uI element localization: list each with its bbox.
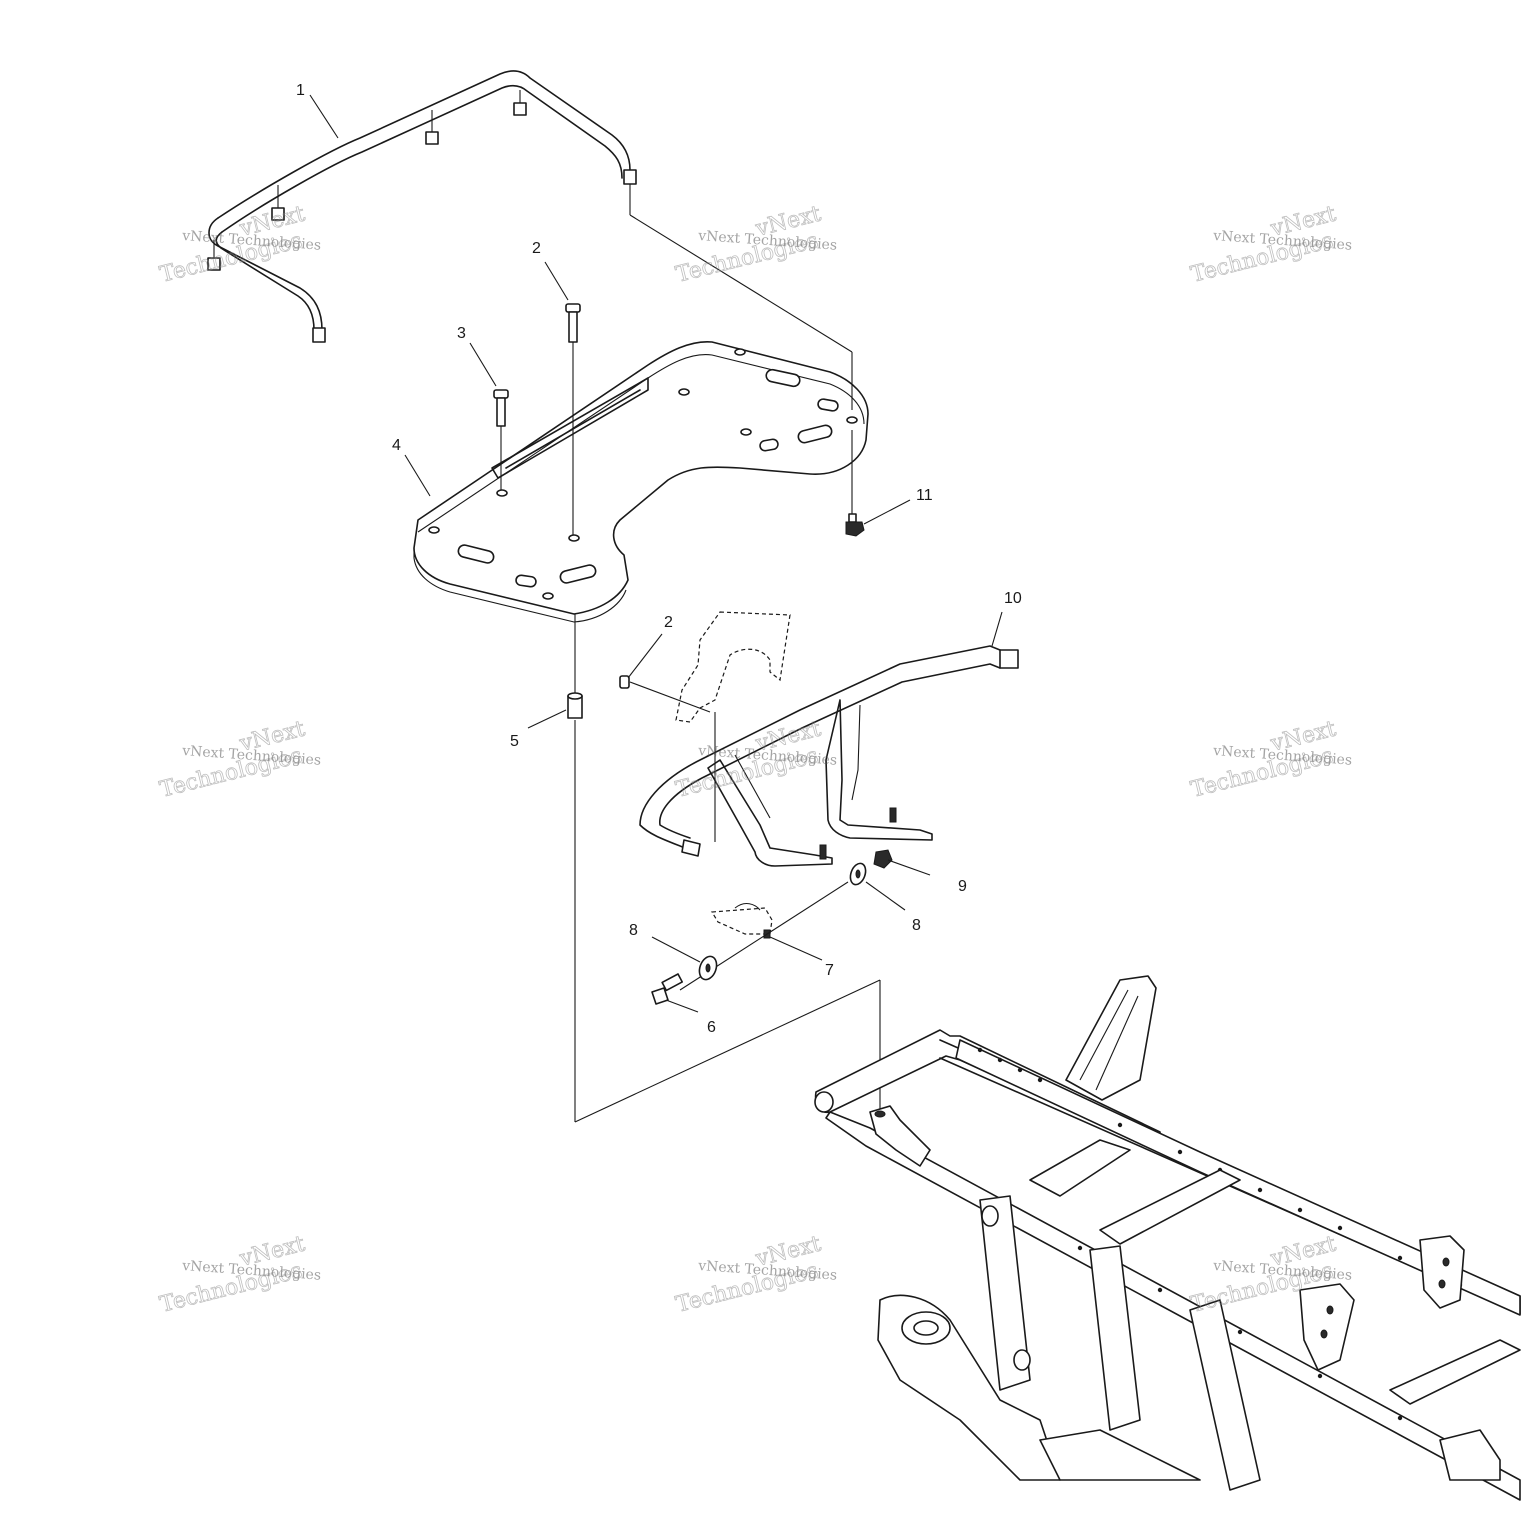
label-part-5: 5 xyxy=(510,733,519,750)
label-part-7: 7 xyxy=(825,962,834,979)
nut-part-11 xyxy=(629,184,865,537)
watermark-1: vNext vNext Technologies Technologies xyxy=(157,201,322,288)
label-part-2-mid: 2 xyxy=(664,614,673,631)
reference-bracket-dashed xyxy=(675,611,791,723)
watermark-2: vNext vNext Technologies Technologies xyxy=(673,201,838,288)
spacer-part-5 xyxy=(567,614,881,1123)
washer-part-8-left xyxy=(698,955,718,981)
label-part-9: 9 xyxy=(958,878,967,895)
label-part-11: 11 xyxy=(916,487,933,504)
label-part-6: 6 xyxy=(707,1019,716,1036)
label-part-8-right: 8 xyxy=(912,917,921,934)
bolt-part-2-mid xyxy=(619,675,716,842)
watermark-4: vNext vNext Technologies Technologies xyxy=(157,716,322,803)
washer-part-8-right xyxy=(849,862,867,886)
bolt-part-2-top xyxy=(565,303,581,535)
label-part-3: 3 xyxy=(457,325,466,342)
watermark-5: vNext vNext Technologies Technologies xyxy=(673,716,838,803)
part-labels: 1 2 3 4 11 10 2 5 9 8 8 7 6 xyxy=(296,82,1022,1036)
watermark-3: vNext vNext Technologies Technologies xyxy=(1188,201,1353,288)
leader-lines xyxy=(309,94,1003,1013)
nut-part-9 xyxy=(873,849,893,869)
label-part-4: 4 xyxy=(392,437,401,454)
bolt-part-6 xyxy=(651,973,684,1005)
label-part-8-left: 8 xyxy=(629,922,638,939)
watermark-6: vNext vNext Technologies Technologies xyxy=(1188,716,1353,803)
label-part-2-top: 2 xyxy=(532,240,541,257)
bolt-part-3 xyxy=(493,389,509,490)
label-part-1: 1 xyxy=(296,82,305,99)
watermark-8: vNext vNext Technologies Technologies xyxy=(673,1231,838,1318)
rack-rail-part-1 xyxy=(207,70,637,343)
watermark-7: vNext vNext Technologies Technologies xyxy=(157,1231,322,1318)
rack-plate-part-4 xyxy=(413,341,869,623)
vehicle-frame xyxy=(814,975,1521,1501)
label-part-10: 10 xyxy=(1004,590,1022,607)
bumper-part-10 xyxy=(639,645,1019,867)
watermark-9: vNext vNext Technologies Technologies xyxy=(1188,1231,1353,1318)
